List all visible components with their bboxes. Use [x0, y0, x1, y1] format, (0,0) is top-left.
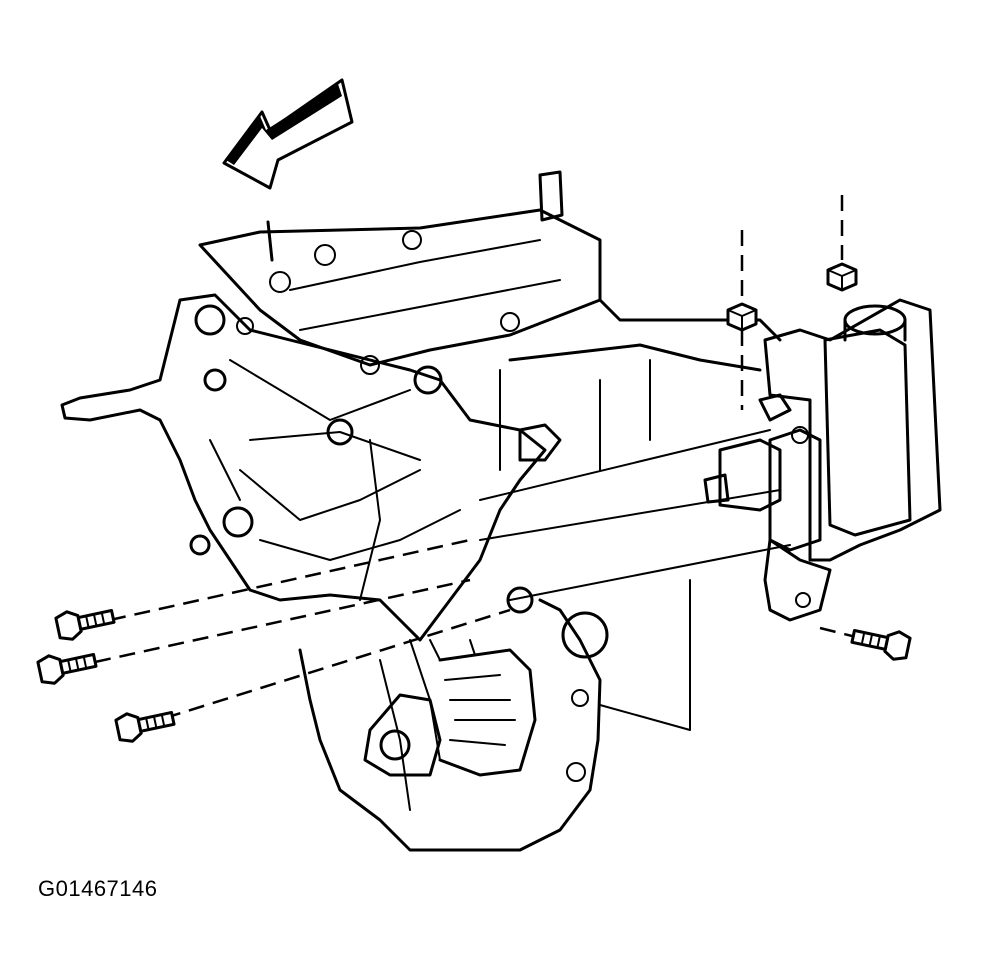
power-steering-pump	[703, 298, 942, 622]
bolt-icon	[54, 608, 116, 641]
bolt-paths	[94, 195, 861, 720]
bolt-icon	[36, 652, 98, 685]
water-pump	[363, 639, 537, 777]
nut-icon	[726, 302, 758, 332]
valve-cover	[198, 170, 602, 375]
bolt-icon	[114, 710, 176, 743]
alignment-lines	[479, 429, 791, 731]
bolt-icon	[850, 628, 912, 661]
nut-icon	[826, 262, 858, 292]
front-direction-arrow-icon	[222, 78, 354, 190]
figure-id-label: G01467146	[38, 876, 158, 901]
mounting-bracket	[60, 293, 562, 642]
engine-block	[298, 298, 782, 852]
